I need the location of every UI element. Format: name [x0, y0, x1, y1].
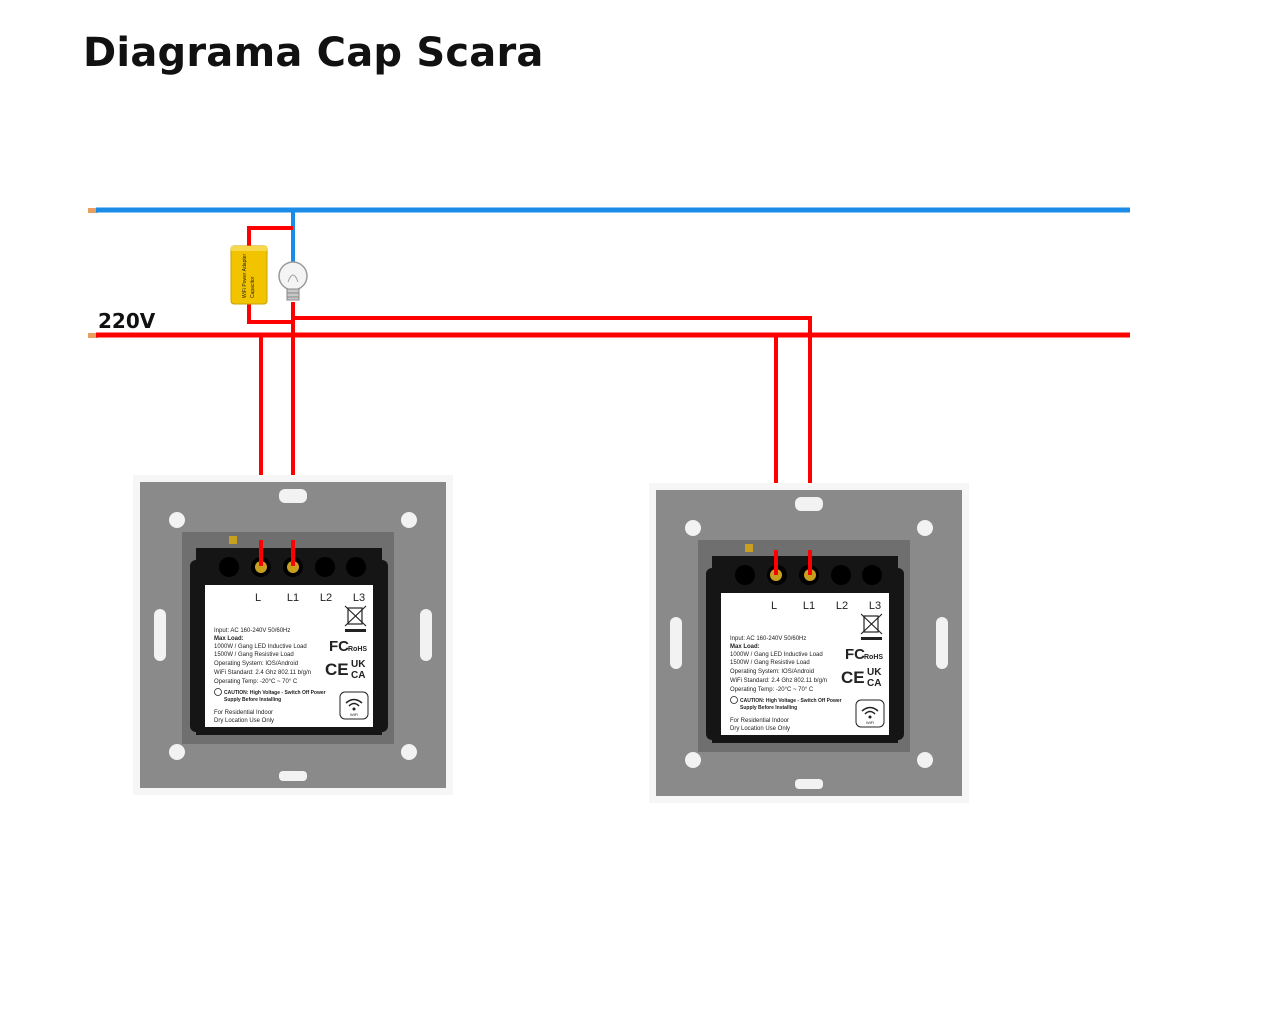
label-max-load: Max Load: — [730, 644, 760, 650]
label-caution: CAUTION: High Voltage - Switch Off Power — [740, 698, 842, 704]
label-os: Operating System: IOS/Android — [214, 661, 298, 667]
ukca-mark-uk: UK — [351, 659, 366, 670]
lamp-icon — [278, 261, 308, 301]
ukca-mark-uk: UK — [867, 667, 882, 678]
terminal-label-l3: L3 — [869, 600, 881, 612]
label-load2: 1500W / Gang Resistive Load — [214, 652, 294, 658]
label-temp: Operating Temp: -20°C ~ 70° C — [730, 687, 814, 693]
rohs-mark: RoHS — [864, 654, 883, 661]
fc-mark: FC — [845, 646, 865, 663]
label-os: Operating System: IOS/Android — [730, 669, 814, 675]
label-max-load: Max Load: — [214, 636, 244, 642]
ce-mark: CE — [325, 660, 349, 679]
rohs-mark: RoHS — [348, 646, 367, 653]
phase-wire-end — [88, 333, 98, 338]
caution-icon — [214, 688, 222, 696]
weee-bin-icon — [860, 613, 883, 640]
label-load1: 1000W / Gang LED Inductive Load — [730, 652, 823, 658]
wifi-badge-label: WiFi — [350, 712, 358, 717]
label-wifi-standard: WiFi Standard: 2.4 Ghz 802.11 b/g/n — [730, 678, 827, 684]
fc-mark: FC — [329, 638, 349, 655]
switch-right: L L1 L2 L3 Input: AC 160-240V 50/60Hz Ma… — [649, 483, 969, 803]
label-load1: 1000W / Gang LED Inductive Load — [214, 644, 307, 650]
label-input: Input: AC 160-240V 50/60Hz — [214, 628, 290, 634]
terminal-label-l: L — [771, 600, 777, 612]
label-wifi-standard: WiFi Standard: 2.4 Ghz 802.11 b/g/n — [214, 670, 311, 676]
label-caution2: Supply Before Installing — [740, 705, 797, 711]
capacitor: WiFi Power Adapter Capacitor — [230, 245, 268, 305]
label-load2: 1500W / Gang Resistive Load — [730, 660, 810, 666]
wifi-icon: WiFi — [855, 699, 885, 728]
terminal-screw-l — [255, 561, 267, 573]
capacitor-text-1: WiFi Power Adapter — [242, 253, 248, 298]
label-residential: For Residential Indoor — [730, 718, 789, 724]
wifi-badge-label: WiFi — [866, 720, 874, 725]
terminal-label-l2: L2 — [320, 592, 332, 604]
ce-mark: CE — [841, 668, 865, 687]
capacitor-wire-bottom — [247, 300, 293, 324]
capacitor-text-2: Capacitor — [250, 276, 256, 298]
label-temp: Operating Temp: -20°C ~ 70° C — [214, 679, 298, 685]
neutral-wire-end — [88, 208, 98, 213]
capacitor-wire-top — [247, 226, 293, 250]
voltage-label: 220V — [98, 309, 156, 333]
terminal-label-l1: L1 — [287, 592, 299, 604]
terminal-label-l: L — [255, 592, 261, 604]
label-caution2: Supply Before Installing — [224, 697, 281, 703]
terminal-screw-l1 — [287, 561, 299, 573]
label-caution: CAUTION: High Voltage - Switch Off Power — [224, 690, 326, 696]
label-dry-location: Dry Location Use Only — [214, 718, 274, 724]
caution-icon — [730, 696, 738, 704]
ukca-mark-ca: CA — [351, 670, 365, 681]
terminal-label-l3: L3 — [353, 592, 365, 604]
switch-left: L L1 L2 L3 Input: AC 160-240V 50/60Hz Ma… — [133, 475, 453, 795]
page-title: Diagrama Cap Scara — [83, 30, 544, 76]
terminal-label-l2: L2 — [836, 600, 848, 612]
traveler-wire — [291, 302, 812, 570]
wifi-icon: WiFi — [339, 691, 369, 720]
label-residential: For Residential Indoor — [214, 710, 273, 716]
ukca-mark-ca: CA — [867, 678, 881, 689]
label-input: Input: AC 160-240V 50/60Hz — [730, 636, 806, 642]
label-dry-location: Dry Location Use Only — [730, 726, 790, 732]
terminal-label-l1: L1 — [803, 600, 815, 612]
weee-bin-icon — [344, 605, 367, 632]
